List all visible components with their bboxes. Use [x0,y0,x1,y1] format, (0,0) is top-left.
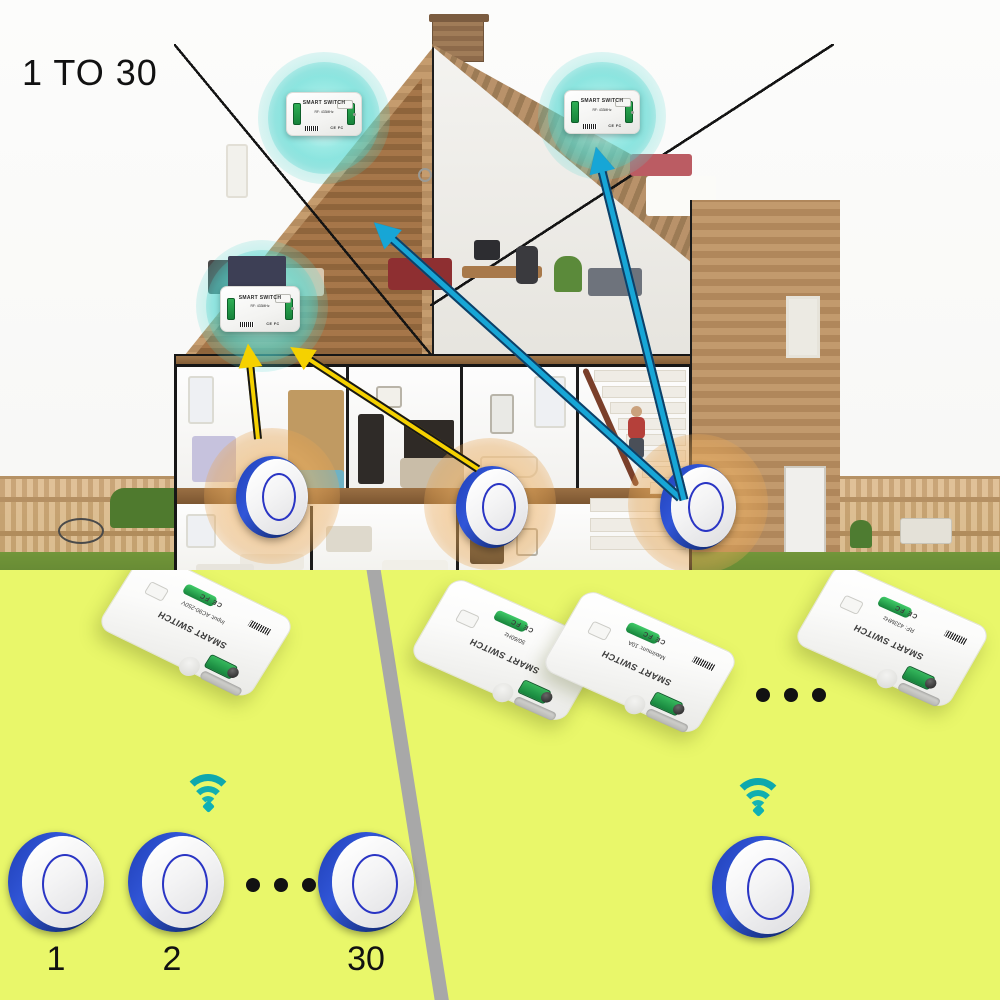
house-scene: SMART SWITCH RF: 433MHz CE FC SMART SWIT… [0,0,1000,592]
wifi-signal-icon-left [182,770,240,814]
wifi-signal-icon-right [732,774,790,818]
puck-ring-icon [162,854,208,914]
module-spec-rf: RF: 433MHz [314,109,334,114]
product-panel: CE FC Input: AC90-250V SMART SWITCH 1 2 [0,570,1000,1000]
radiator [358,414,384,484]
kids-poster [228,256,286,290]
bathroom-window [188,376,214,424]
tv-unit [326,526,372,552]
puck-ring-icon [262,473,296,521]
terminal-left-icon [293,103,301,125]
terminal-left-icon [227,298,235,320]
smart-switch-product-3[interactable]: CE FC Maximum: 10A SMART SWITCH [540,587,740,737]
front-door [784,466,826,552]
bathroom-mirror [490,394,514,434]
puck-ring-icon [42,854,88,914]
led-indicator-icon [291,307,294,310]
puck-ring-icon [747,858,794,920]
remote-30-label: 30 [347,940,385,978]
smart-switch-module-attic-left[interactable]: SMART SWITCH RF: 433MHz CE FC [286,92,362,136]
remote-ellipsis [246,878,316,892]
remote-1-label: 1 [46,940,66,978]
smart-switch-product-1[interactable]: CE FC Input: AC90-250V SMART SWITCH [95,570,297,701]
patio-table [900,518,952,544]
skylight-blind [630,154,692,176]
led-indicator-icon [631,111,634,114]
module-brand: SMART SWITCH [238,294,282,301]
remote-puck-kitchen[interactable] [236,456,308,538]
attic-window-left [226,144,248,198]
remote-puck-living-room[interactable] [456,466,528,548]
barcode-icon [239,322,254,328]
remote-single-right[interactable] [712,836,810,938]
module-cert: CE FC [330,126,344,131]
module-brand: SMART SWITCH [580,98,624,105]
barcode-icon [304,126,319,132]
pair-button[interactable] [615,98,631,107]
page-title: 1 TO 30 [22,52,158,93]
remote-puck-hall[interactable] [660,464,736,550]
smart-switch-module-attic-right[interactable]: SMART SWITCH RF: 433MHz CE FC [564,90,640,134]
module-spec-rf: RF: 433MHz [592,107,612,112]
remote-2-label: 2 [162,940,182,978]
potted-plant [850,520,872,548]
attic-plant [554,256,582,292]
wall-divider-mid-1 [346,366,349,494]
wall-divider-mid-2 [460,366,463,494]
puck-ring-icon [352,854,398,914]
module-cert: CE FC [608,124,622,129]
module-cert: CE FC [266,322,280,327]
led-indicator-icon [353,113,356,116]
puck-ring-icon [688,482,724,532]
terminal-left-icon [571,101,579,123]
remote-30[interactable] [318,832,414,932]
puck-ring-icon [482,483,516,531]
remote-2[interactable] [128,832,224,932]
pair-button[interactable] [275,294,291,303]
attic-chair [516,246,538,284]
wall-divider-mid-3 [576,366,579,494]
attic-monitor [474,240,500,260]
product-ellipsis [756,688,826,702]
remote-1[interactable] [8,832,104,932]
smart-switch-module-bedroom[interactable]: SMART SWITCH RF: 433MHz CE FC [220,286,300,332]
pair-button[interactable] [337,100,353,109]
exterior-window [786,296,820,358]
dining-table [196,564,254,572]
bicycle [58,518,104,544]
module-spec-rf: RF: 433MHz [250,304,270,309]
barcode-icon [582,124,597,130]
wall-clock [418,168,432,182]
module-brand: SMART SWITCH [302,100,346,107]
